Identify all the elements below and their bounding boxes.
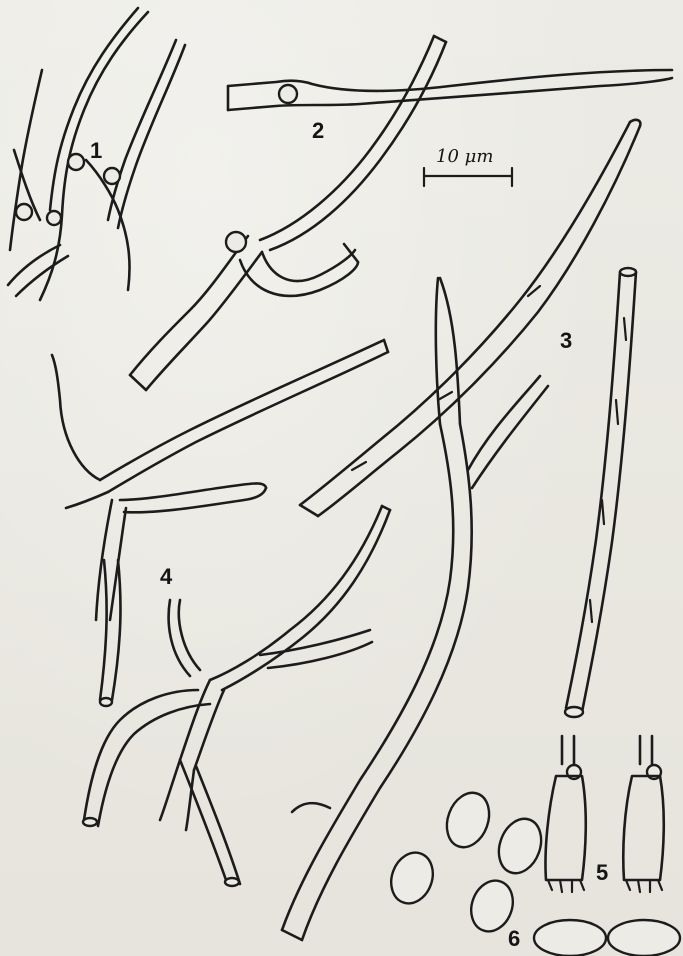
figure-label-6: 6 [508,928,520,950]
figure-2-hyphae [130,36,672,390]
figure-4-hyphae [52,340,390,886]
figure-label-2: 2 [312,120,324,142]
figure-6-spores [384,787,680,956]
figure-label-4: 4 [160,566,172,588]
scale-bar [424,168,512,186]
figure-label-5: 5 [596,862,608,884]
figure-label-1: 1 [90,140,102,162]
figure-label-3: 3 [560,330,572,352]
scale-bar-label: 10 μm [436,148,493,166]
